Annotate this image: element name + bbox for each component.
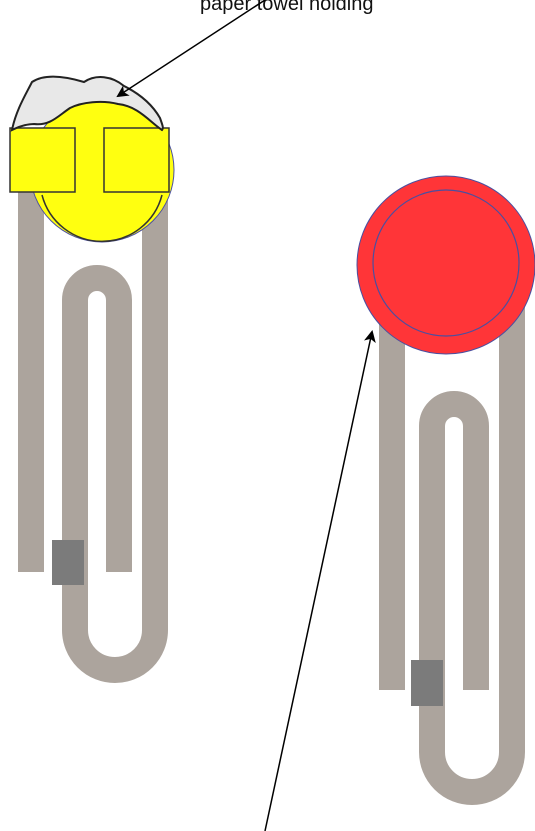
right-crimp-clip: [411, 660, 443, 706]
left-lead-wire: [18, 165, 168, 683]
right-wire-loop: [379, 300, 525, 805]
caption-top: paper towel holding: [200, 0, 374, 15]
left-solder-pad-2: [103, 127, 170, 193]
left-thermistor: [9, 75, 175, 683]
right-lead-wire: [379, 300, 525, 805]
left-solder-pad-1: [9, 127, 76, 193]
left-bead-inner-arc: [41, 194, 163, 243]
left-yellow-bead: [9, 97, 175, 243]
right-thermistor: [356, 175, 535, 805]
bead-pointer-arrow: [264, 330, 376, 831]
right-bead-body: [356, 175, 535, 355]
left-wire-loop: [18, 165, 168, 683]
towel-pointer-arrow: [116, 0, 266, 98]
right-red-bead: [356, 175, 535, 355]
left-crimp-clip: [52, 540, 84, 585]
right-bead-inner-ring: [372, 189, 520, 337]
